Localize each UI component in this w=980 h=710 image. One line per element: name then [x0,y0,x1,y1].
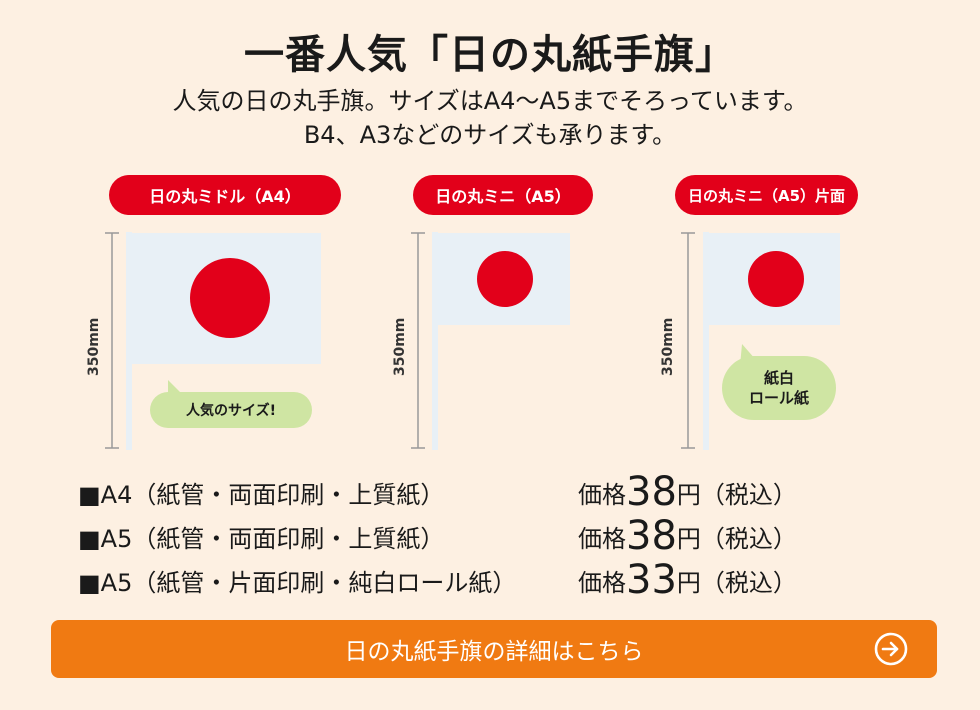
badge-a5-mini-single: 日の丸ミニ（A5）片面 [675,175,858,215]
badge-a5-mini: 日の丸ミニ（A5） [413,175,593,215]
price-label: 価格 [578,525,626,553]
details-button[interactable]: 日の丸紙手旗の詳細はこちら [51,620,937,678]
dimension-label-3: 350mm [660,317,676,376]
roll-paper-bubble: 紙白 ロール紙 [722,356,836,420]
price-suffix: 円（税込） [676,481,797,509]
price-label: 価格 [578,569,626,597]
dimension-label-2: 350mm [392,317,408,376]
price-row-a5: ■A5（紙管・両面印刷・上質紙） 価格 38 円（税込） [78,513,797,559]
price-amount: 38 [626,513,677,559]
flags-illustration [105,232,840,450]
price-value: 価格 33 円（税込） [578,557,797,603]
price-desc: ■A4（紙管・両面印刷・上質紙） [78,481,445,509]
price-suffix: 円（税込） [676,569,797,597]
popular-size-bubble: 人気のサイズ! [150,392,312,428]
bubble-line-2: ロール紙 [748,389,809,407]
subtitle-line-1: 人気の日の丸手旗。サイズはA4～A5までそろっています。 [172,87,808,115]
page-title: 一番人気「日の丸紙手旗」 [244,32,736,78]
details-button-label: 日の丸紙手旗の詳細はこちら [344,639,644,665]
price-desc: ■A5（紙管・両面印刷・上質紙） [78,525,445,553]
price-row-a4: ■A4（紙管・両面印刷・上質紙） 価格 38 円（税込） [78,469,797,515]
price-value: 価格 38 円（税込） [578,513,797,559]
dimension-label-1: 350mm [86,317,102,376]
price-suffix: 円（税込） [676,525,797,553]
price-amount: 33 [626,557,677,603]
arrow-right-circle-icon [874,632,908,666]
subtitle-line-2: B4、A3などのサイズも承ります。 [303,121,677,149]
flag-a5-single [681,232,840,450]
price-value: 価格 38 円（税込） [578,469,797,515]
badge-a4-middle: 日の丸ミドル（A4） [109,175,341,215]
price-label: 価格 [578,481,626,509]
price-desc: ■A5（紙管・片面印刷・純白ロール紙） [78,569,517,597]
price-amount: 38 [626,469,677,515]
flag-a5 [411,232,570,450]
flag-a4 [105,232,321,450]
bubble-line-1: 紙白 [763,369,794,387]
price-row-a5-single: ■A5（紙管・片面印刷・純白ロール紙） 価格 33 円（税込） [78,557,797,603]
